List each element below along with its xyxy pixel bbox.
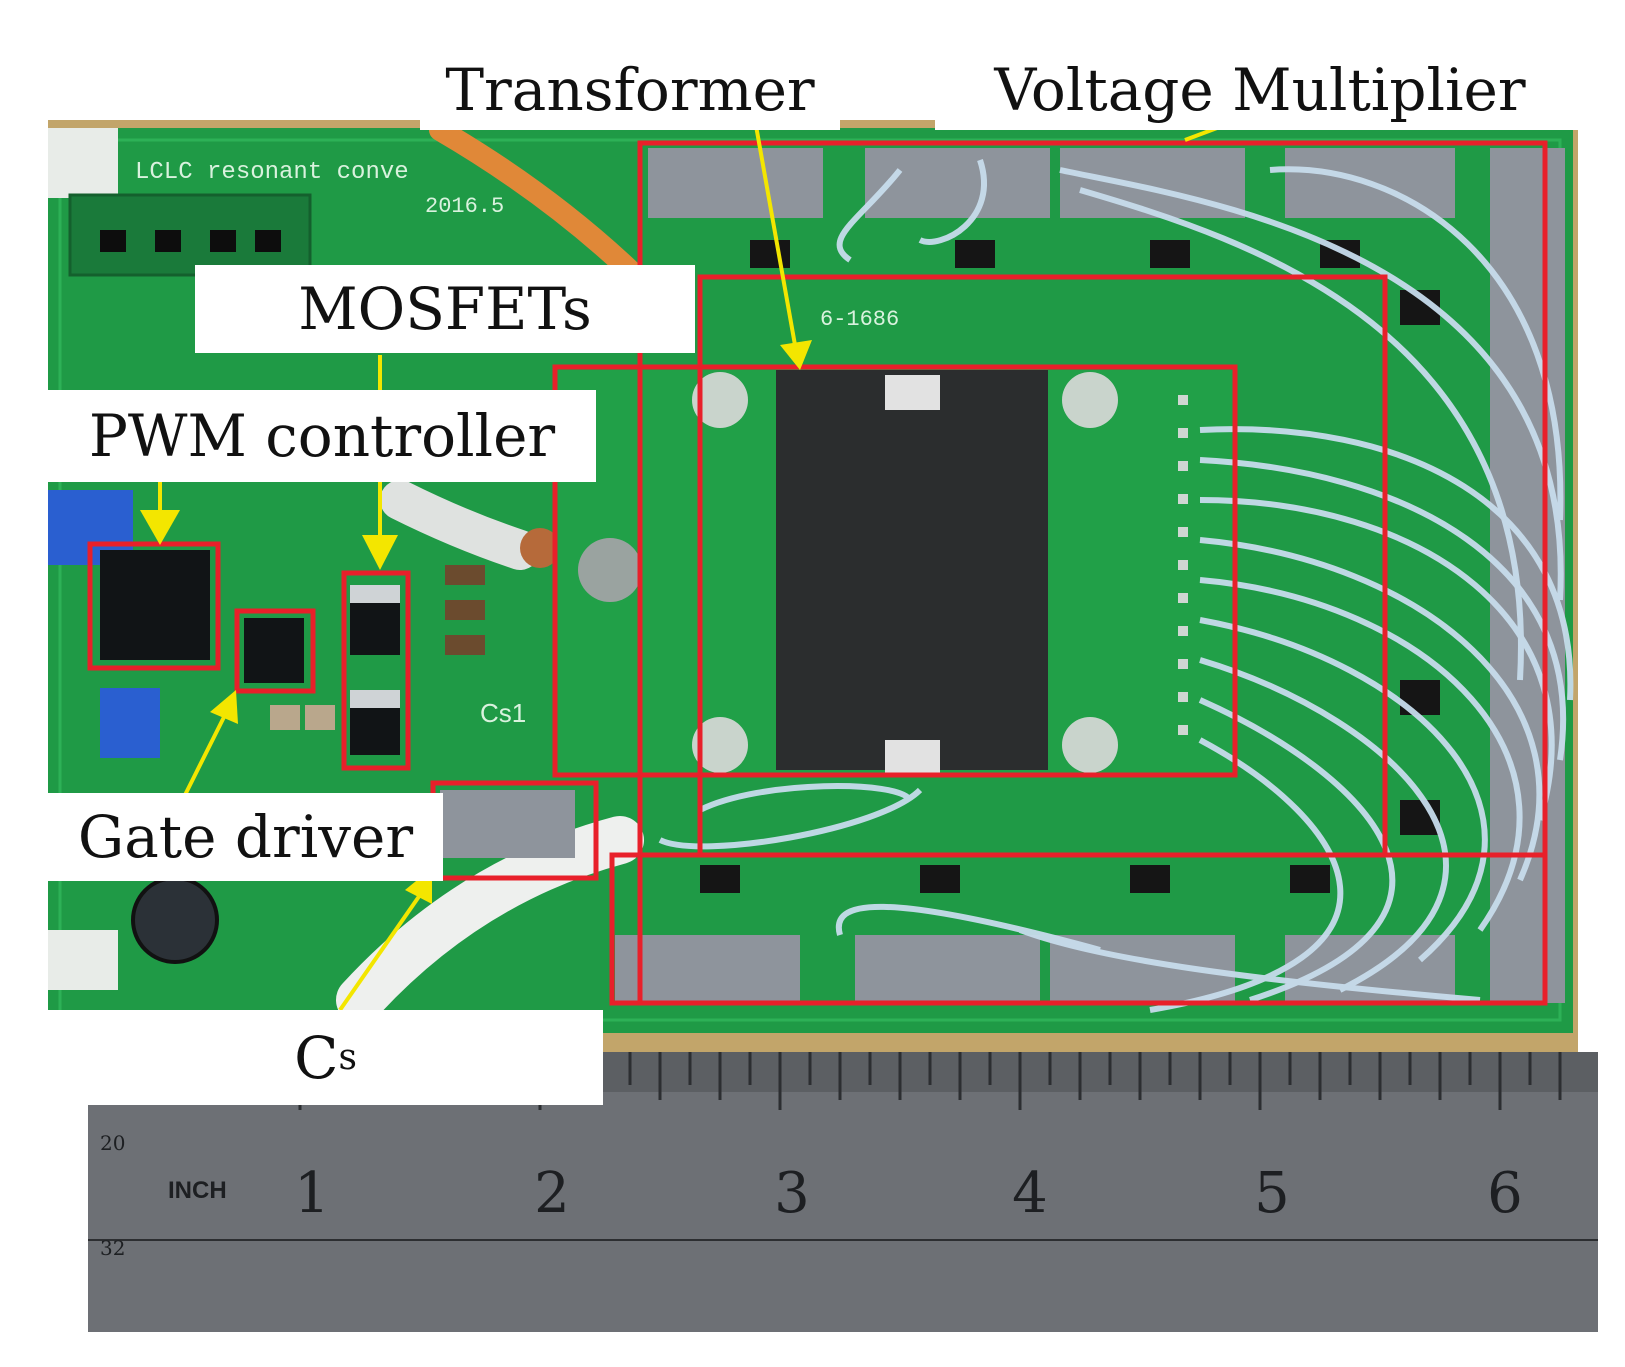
snubber-capacitor — [440, 790, 575, 858]
transformer-core — [776, 370, 1048, 770]
multiplier-caps-top — [648, 148, 1455, 218]
vent-holes — [578, 538, 642, 602]
ruler-tick-4: 4 — [1012, 1161, 1048, 1226]
ruler-tick-2: 2 — [534, 1161, 570, 1226]
silkscreen-title: LCLC resonant conve — [135, 159, 409, 186]
standoff-bottom-left — [48, 930, 118, 990]
box-transformer — [552, 364, 1238, 778]
pwm-controller-ic — [100, 550, 210, 660]
label-cs-sub: s — [338, 1036, 357, 1078]
label-mosfets: MOSFETs — [195, 265, 695, 353]
ruler-mark-20: 20 — [100, 1131, 125, 1155]
gate-driver-ic — [244, 618, 304, 683]
ruler-tick-6: 6 — [1487, 1161, 1523, 1226]
ruler-tick-3: 3 — [774, 1161, 810, 1226]
silkscreen-part-no: 6-1686 — [820, 307, 899, 332]
box-mosfets — [341, 570, 411, 771]
label-voltage-multiplier: Voltage Multiplier — [935, 50, 1585, 130]
white-cable — [336, 816, 644, 1024]
hv-wire-bundle — [658, 159, 1574, 1013]
box-gate-driver — [234, 608, 316, 694]
standoff-top-left — [48, 128, 118, 198]
ruler-tick-5: 5 — [1254, 1161, 1290, 1226]
ruler-mark-32: 32 — [100, 1236, 125, 1260]
ruler-unit-label: INCH — [168, 1177, 227, 1204]
electrolytic-capacitor — [131, 876, 219, 964]
ruler-tick-1: 1 — [294, 1161, 330, 1226]
label-transformer: Transformer — [420, 50, 840, 130]
silkscreen-cs1: Cs1 — [480, 698, 526, 728]
silkscreen-date: 2016.5 — [425, 194, 504, 219]
label-gate-driver: Gate driver — [48, 793, 443, 881]
trim-pot-2 — [100, 688, 160, 758]
label-pwm-controller: PWM controller — [48, 390, 596, 482]
box-pwm-controller — [87, 541, 221, 671]
label-cs-main: C — [294, 1023, 339, 1092]
transformer-pins — [1178, 395, 1188, 735]
pointer-arrows — [140, 119, 1226, 1012]
